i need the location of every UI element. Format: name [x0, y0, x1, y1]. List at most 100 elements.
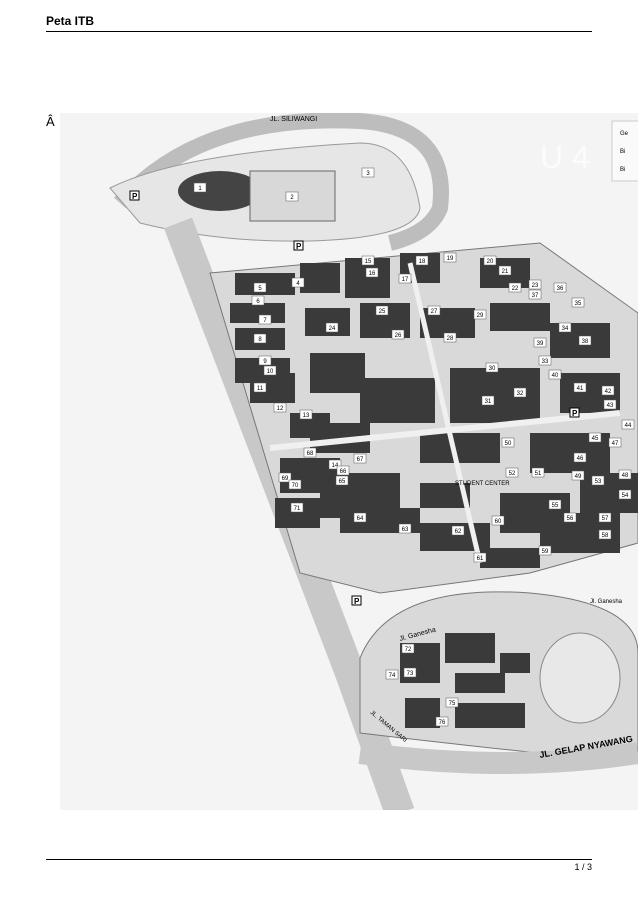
building-number: 15: [365, 259, 372, 265]
building-marker-box: [328, 459, 342, 470]
building-number: 48: [622, 473, 629, 479]
building-number: 38: [582, 339, 589, 345]
building-marker-box: [508, 282, 522, 293]
building-marker-box: [501, 437, 515, 448]
building-marker-box: [603, 399, 617, 410]
street-label-siliwangi: JL. SILIWANGI: [270, 116, 317, 123]
building-number: 52: [509, 471, 516, 477]
building-number: 44: [625, 423, 632, 429]
building-number: 69: [282, 476, 289, 482]
building-number: 21: [502, 269, 509, 275]
building-number: 9: [263, 359, 267, 365]
street-label-ganesha-east: Jl. Ganesha: [590, 599, 623, 605]
building-number: 47: [612, 441, 619, 447]
parking-label: P: [572, 409, 578, 418]
building-marker-box: [361, 255, 375, 266]
building-number: 12: [277, 406, 284, 412]
watermark: U 4: [540, 139, 590, 175]
building-number: 67: [357, 457, 364, 463]
building-marker-box: [538, 355, 552, 366]
building-marker-box: [403, 667, 417, 678]
building-number: 65: [339, 479, 346, 485]
building-marker-box: [528, 289, 542, 300]
building-number: 20: [487, 259, 494, 265]
building-marker-box: [485, 362, 499, 373]
building-number: 10: [267, 369, 274, 375]
building-marker-box: [573, 382, 587, 393]
building-marker-box: [571, 297, 585, 308]
parking-label: P: [354, 597, 360, 606]
building-number: 49: [575, 474, 582, 480]
building-marker-box: [285, 191, 299, 202]
building-number: 66: [340, 469, 347, 475]
building-number: 23: [532, 283, 539, 289]
building-number: 8: [258, 337, 262, 343]
building-marker-box: [621, 419, 635, 430]
building-marker-box: [618, 469, 632, 480]
inner-road: [269, 410, 621, 451]
building-number: 16: [369, 271, 376, 277]
building-marker-box: [538, 545, 552, 556]
parking-label: P: [296, 242, 302, 251]
building-marker-box: [481, 395, 495, 406]
building-marker-box: [598, 529, 612, 540]
south-buildings: [400, 633, 530, 728]
building-marker-box: [415, 255, 429, 266]
building-number: 29: [477, 313, 484, 319]
building-marker-box: [571, 470, 585, 481]
building-number: 2: [290, 195, 294, 201]
building-number: 70: [292, 483, 299, 489]
building-marker-box: [498, 265, 512, 276]
building-number: 42: [605, 389, 612, 395]
building-number: 3: [366, 171, 370, 177]
building-number: 11: [257, 386, 264, 392]
building-marker-box: [303, 447, 317, 458]
building-marker-box: [553, 282, 567, 293]
building-number: 56: [567, 516, 574, 522]
building-number: 4: [296, 281, 300, 287]
building-marker-box: [473, 309, 487, 320]
building-marker-box: [258, 314, 272, 325]
building-marker-box: [435, 716, 449, 727]
building-number: 33: [542, 359, 549, 365]
building-marker-box: [548, 499, 562, 510]
building-number: 59: [542, 549, 549, 555]
building-number: 6: [256, 299, 260, 305]
stray-character: Â: [46, 114, 55, 129]
building-marker-box: [491, 515, 505, 526]
building-marker-box: [608, 437, 622, 448]
building-number: 17: [402, 277, 409, 283]
building-number: 62: [455, 529, 462, 535]
building-marker-box: [258, 355, 272, 366]
building-number: 53: [595, 479, 602, 485]
building-number: 22: [512, 286, 519, 292]
building-marker-box: [578, 335, 592, 346]
building-marker-box: [273, 402, 287, 413]
building-number: 28: [447, 336, 454, 342]
building-marker-box: [443, 252, 457, 263]
building-marker-box: [563, 512, 577, 523]
building-marker-box: [601, 385, 615, 396]
building-marker-box: [278, 472, 292, 483]
building-number: 32: [517, 391, 524, 397]
building-marker-box: [253, 282, 267, 293]
parking-markers: P P P P: [129, 190, 580, 606]
building-marker-box: [505, 467, 519, 478]
map-legend: Ge Bi Bi: [611, 120, 638, 182]
building-marker-box: [263, 365, 277, 376]
building-number: 64: [357, 516, 364, 522]
building-marker-box: [473, 552, 487, 563]
building-number: 46: [577, 456, 584, 462]
building-marker-box: [290, 502, 304, 513]
building-number: 61: [477, 556, 484, 562]
building-number: 55: [552, 503, 559, 509]
building-marker-box: [591, 475, 605, 486]
building-number: 57: [602, 516, 609, 522]
north-ring-road: [114, 113, 449, 251]
building-number: 5: [258, 286, 262, 292]
building-marker-box: [558, 322, 572, 333]
building-number: 36: [557, 286, 564, 292]
building-marker-box: [336, 465, 350, 476]
legend-item: Bi: [620, 167, 625, 173]
building-number: 7: [263, 318, 267, 324]
